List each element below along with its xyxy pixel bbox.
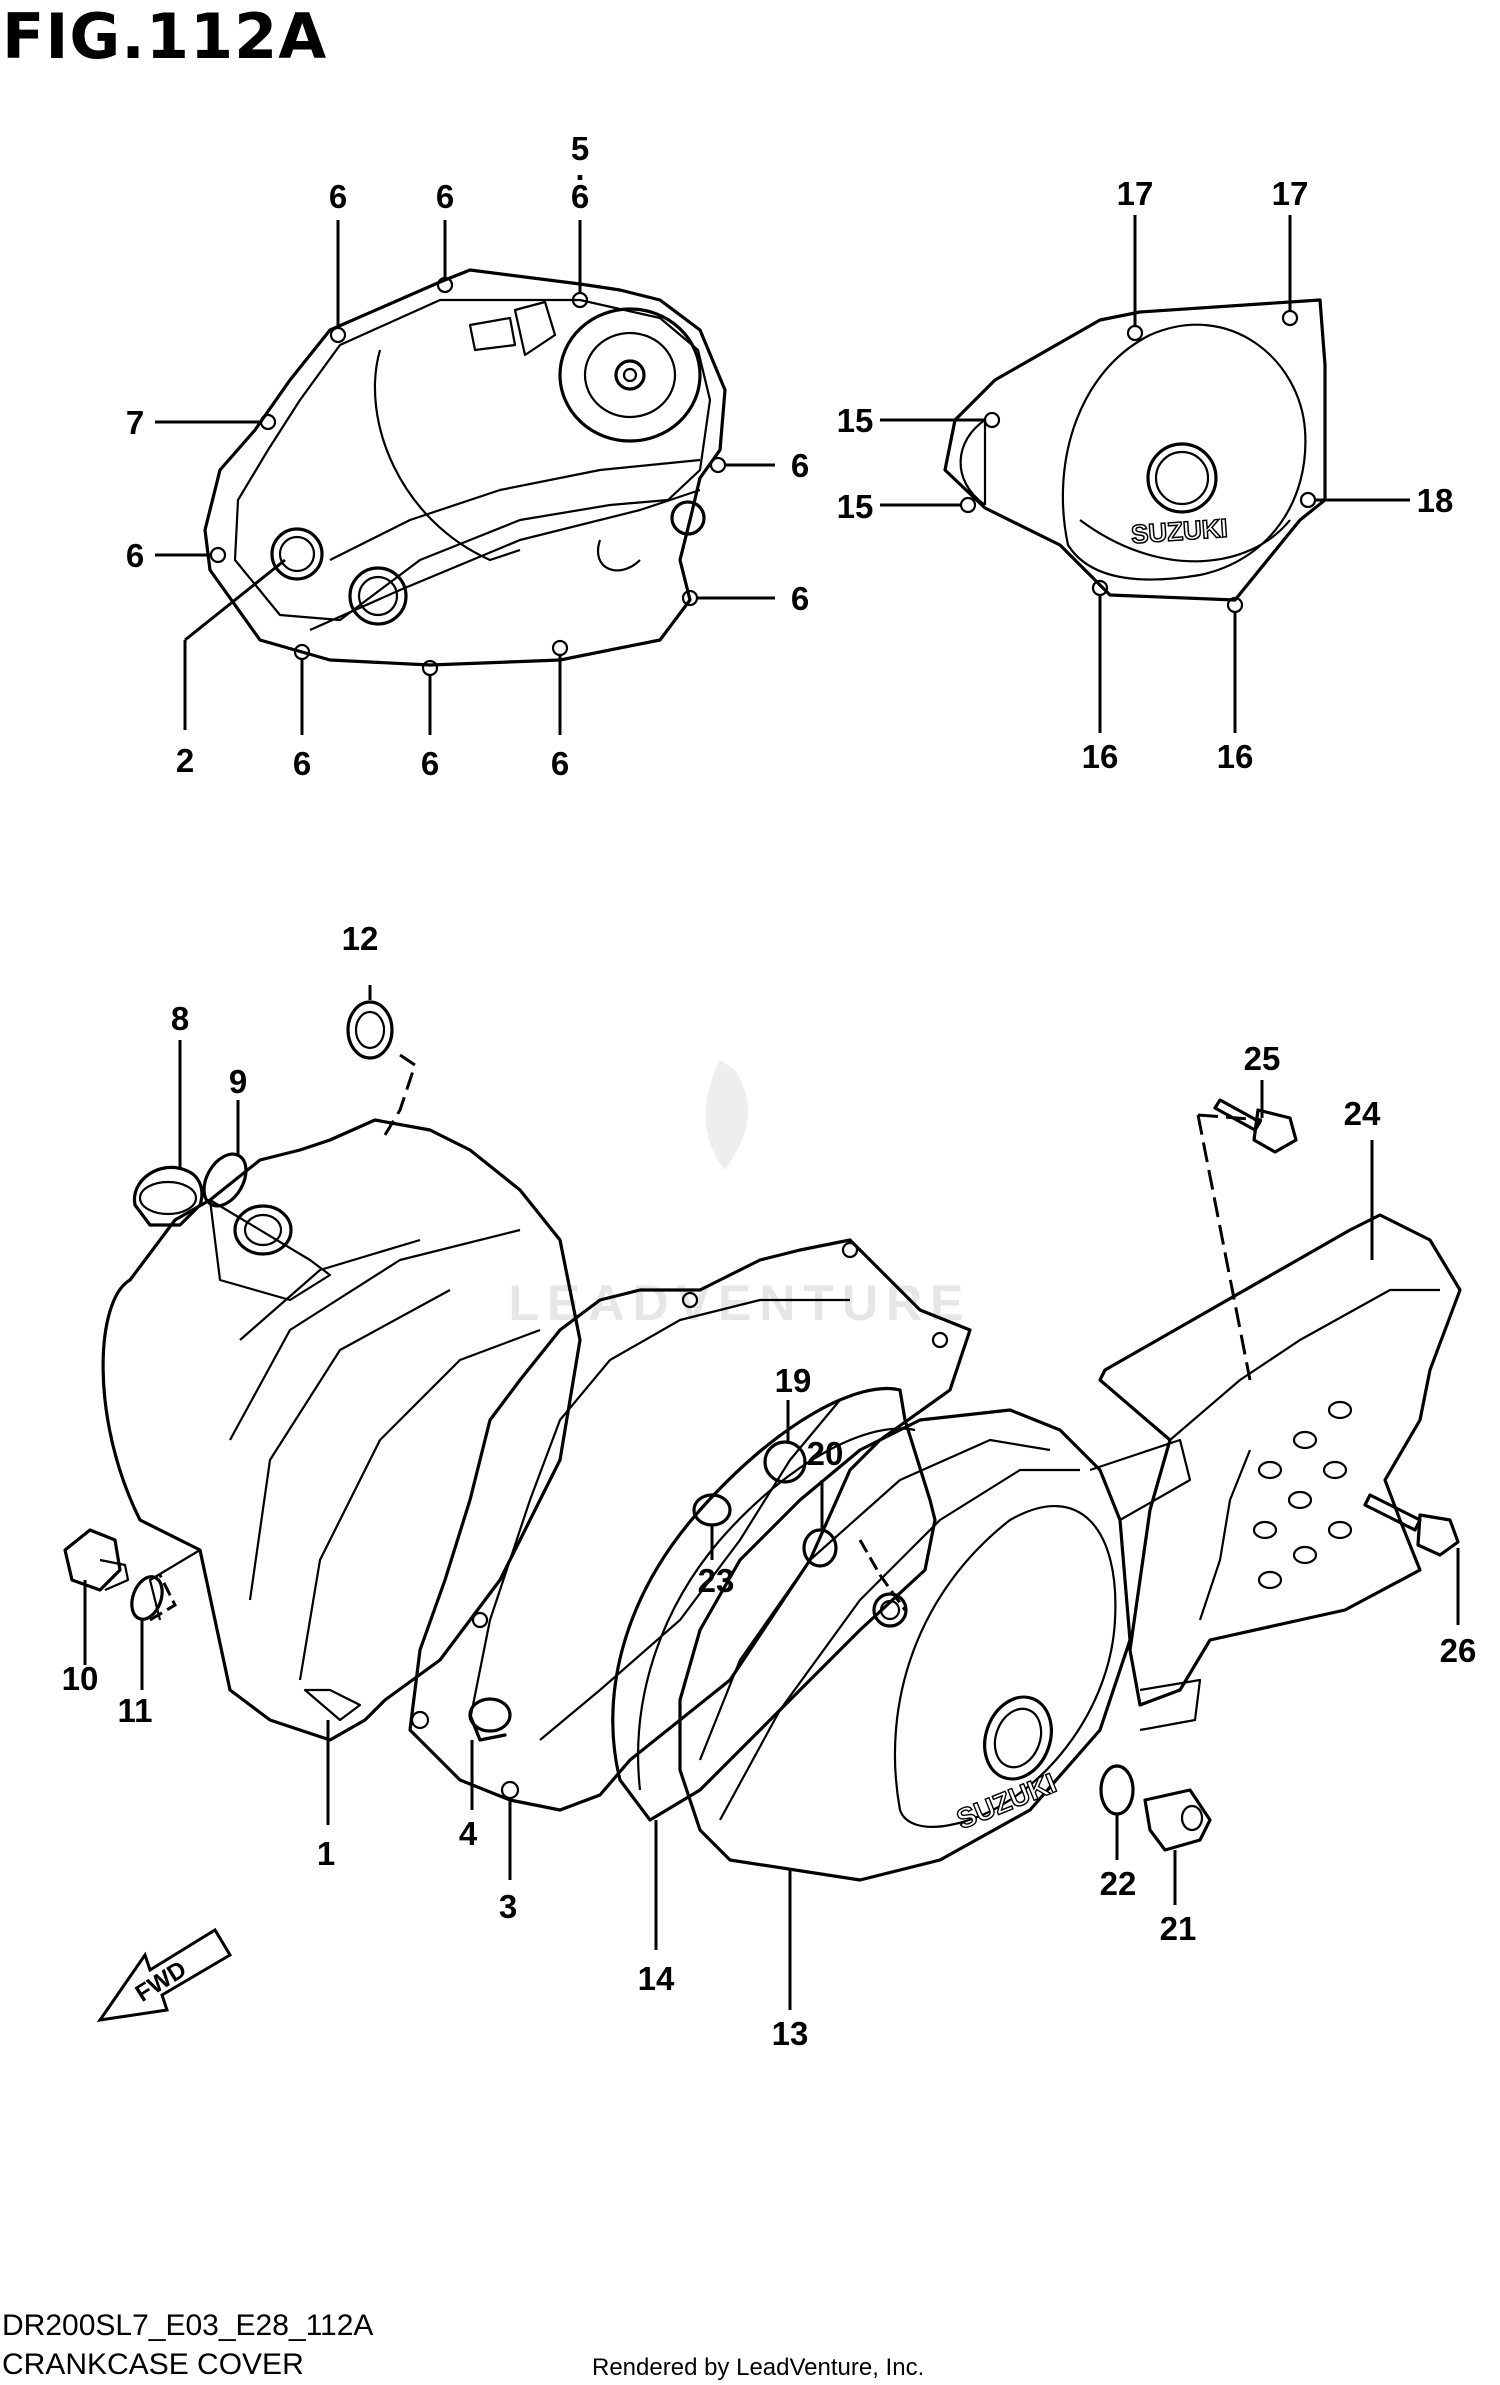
callout-10: 10 [62,1660,99,1697]
callout-3: 3 [499,1888,517,1925]
callout-22: 22 [1100,1865,1137,1902]
fwd-direction-arrow: FWD [96,1927,233,2022]
callout-5: 5 [571,130,589,167]
callout-18: 18 [1417,482,1454,519]
callout-23: 23 [698,1562,735,1599]
callouts-top-left: 5 . 6 6 6 7 6 6 6 2 6 6 6 [126,130,809,782]
callout-6: 6 [126,537,144,574]
leader-lines-top-left [155,220,775,735]
callout-6: 6 [791,580,809,617]
part-13-magneto-cover: SUZUKI [678,1408,1202,1882]
callout-17: 17 [1272,175,1309,212]
callouts-bottom: 12 8 9 10 11 1 4 3 14 13 19 20 23 22 21 … [62,920,1477,2052]
magneto-cover-outer-view: SUZUKI [943,298,1327,614]
callout-17: 17 [1117,175,1154,212]
callout-6: 6 [329,178,347,215]
diagram-description: CRANKCASE COVER [2,2348,304,2381]
callout-15: 15 [837,488,874,525]
callout-24: 24 [1344,1095,1381,1132]
callout-12: 12 [342,920,379,957]
part-4-dowel-pin [468,1697,512,1742]
part-3-gasket [408,1238,972,1812]
callouts-top-right: 17 17 15 15 18 16 16 [837,175,1454,775]
part-10-drain-plug [63,1528,130,1592]
diagram-code: DR200SL7_E03_E28_112A [2,2309,374,2342]
callout-6: 6 [571,178,589,215]
render-credit: Rendered by LeadVenture, Inc. [592,2354,925,2381]
part-25-bolt [1213,1098,1298,1154]
part-19-ball [763,1440,807,1484]
watermark: LEADVENTURE [508,1060,971,1331]
callout-6: 6 [551,745,569,782]
callout-6: 6 [436,178,454,215]
callout-11: 11 [118,1692,153,1729]
callout-6: 6 [791,447,809,484]
part-14-magneto-gasket [611,1386,937,1822]
callout-15: 15 [837,402,874,439]
callout-13: 13 [772,2015,809,2052]
part-26-bolt [1363,1493,1460,1557]
callout-6: 6 [421,745,439,782]
clutch-cover-outer-view [203,268,727,677]
callout-25: 25 [1244,1040,1281,1077]
leader-lines-bottom [83,985,1460,2010]
callout-20: 20 [807,1435,844,1472]
callout-14: 14 [638,1960,675,1997]
callout-6: 6 [293,745,311,782]
callout-7: 7 [126,404,144,441]
callout-21: 21 [1160,1910,1197,1947]
callout-2: 2 [176,742,194,779]
callout-8: 8 [171,1000,189,1037]
part-21-plug [1143,1788,1212,1852]
callout-26: 26 [1440,1632,1477,1669]
svg-text:.: . [575,150,584,187]
callout-19: 19 [775,1362,812,1399]
callout-16: 16 [1082,738,1119,775]
watermark-text: LEADVENTURE [508,1275,971,1331]
part-24-sprocket-guard [1098,1213,1462,1707]
part-22-o-ring [1099,1764,1135,1816]
leader-lines-top-right [880,215,1410,733]
part-9-o-ring [202,1152,248,1208]
part-20-o-ring [802,1528,838,1568]
suzuki-emblem-top: SUZUKI [1130,513,1229,550]
part-11-gasket-washer [130,1575,164,1621]
callout-1: 1 [317,1835,335,1872]
part-8-oil-filler-cap [132,1165,204,1227]
callout-9: 9 [229,1063,247,1100]
part-1-clutch-cover [101,1118,582,1742]
figure-title: FIG.112A [2,0,328,73]
callout-4: 4 [459,1815,478,1852]
callout-16: 16 [1217,738,1254,775]
part-12-oil-seal [346,1000,394,1060]
